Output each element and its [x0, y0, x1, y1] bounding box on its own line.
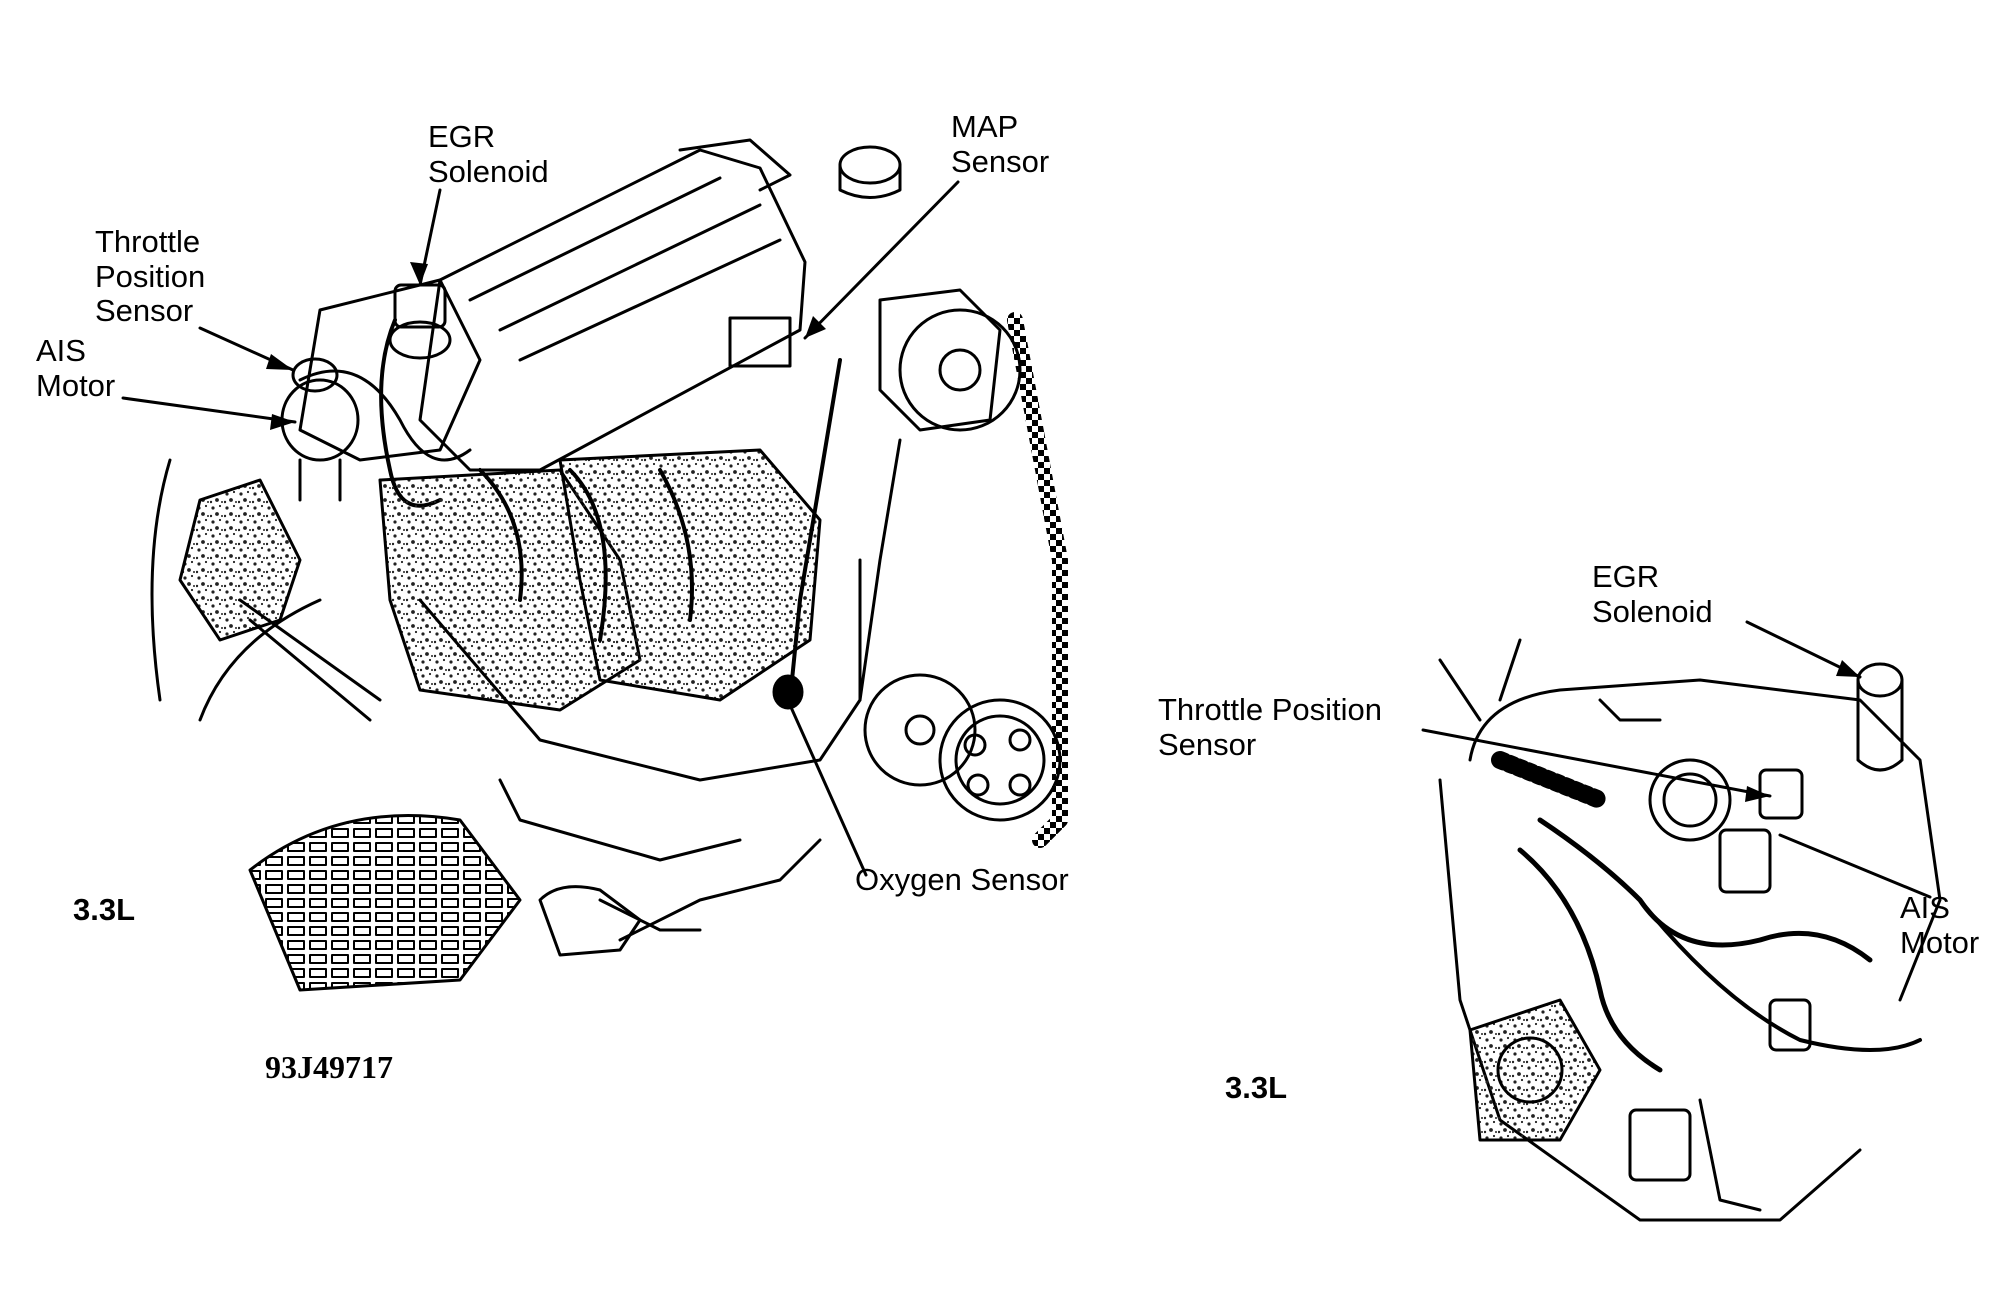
leader-ais-motor-left [121, 396, 297, 424]
callout-egr-solenoid-left: EGR Solenoid [428, 119, 549, 189]
right-engine-drawing [1438, 638, 1942, 1222]
leader-oxygen-sensor [788, 703, 868, 877]
callout-egr-solenoid-right: EGR Solenoid [1592, 559, 1713, 629]
leader-throttle-position-sensor-right [1421, 728, 1772, 798]
engine-label-right: 3.3L [1225, 1070, 1288, 1105]
figure-id: 93J49717 [265, 1049, 393, 1085]
callout-ais-motor-left: AIS Motor [36, 333, 116, 403]
callout-throttle-position-sensor-left: Throttle Position Sensor [95, 224, 206, 329]
leader-map-sensor [803, 180, 960, 340]
leader-arrowheads [266, 262, 1860, 802]
callout-oxygen-sensor: Oxygen Sensor [855, 862, 1069, 897]
leader-ais-motor-right [1778, 833, 1932, 899]
engine-label-left: 3.3L [73, 892, 136, 927]
left-engine-drawing [150, 138, 1068, 992]
callout-throttle-position-sensor-right: Throttle Position Sensor [1158, 692, 1382, 762]
callout-map-sensor: MAP Sensor [951, 109, 1050, 179]
callout-ais-motor-right: AIS Motor [1900, 890, 1980, 960]
